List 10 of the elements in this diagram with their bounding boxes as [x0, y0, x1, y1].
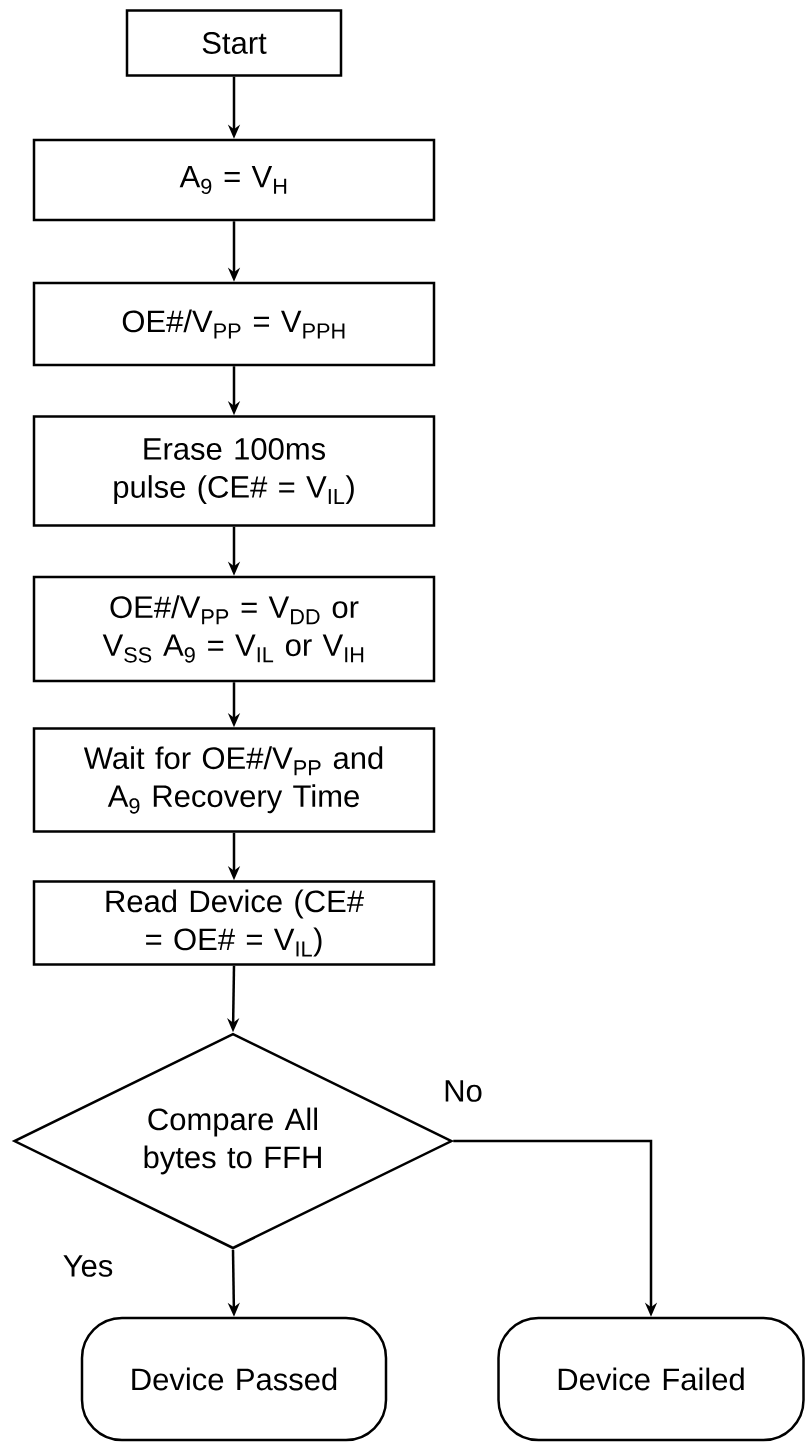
process-box: OE#/V$_{PP}$ = V$_{PPH}$: [32, 281, 436, 367]
process-box: Erase 100ms pulse (CE# = V$_{IL}$): [32, 415, 436, 527]
terminal-box: Device Failed: [497, 1316, 805, 1442]
process-box: OE#/V$_{PP}$ = V$_{DD}$ or V$_{SS}$ A$_{9}$ = V$_{IL}$ or V$_{IH}$: [32, 575, 436, 683]
edge-label: Yes: [60, 1253, 116, 1279]
process-box: Wait for OE#/V$_{PP}$ and A$_{9}$ Recovery Time: [32, 727, 436, 833]
process-box: A$_{9}$ = V$_{H}$: [32, 138, 436, 222]
terminal-box: Device Passed: [80, 1316, 388, 1442]
process-box: Start: [125, 9, 343, 77]
process-box: Read Device (CE# = OE# = V$_{IL}$): [32, 880, 436, 966]
